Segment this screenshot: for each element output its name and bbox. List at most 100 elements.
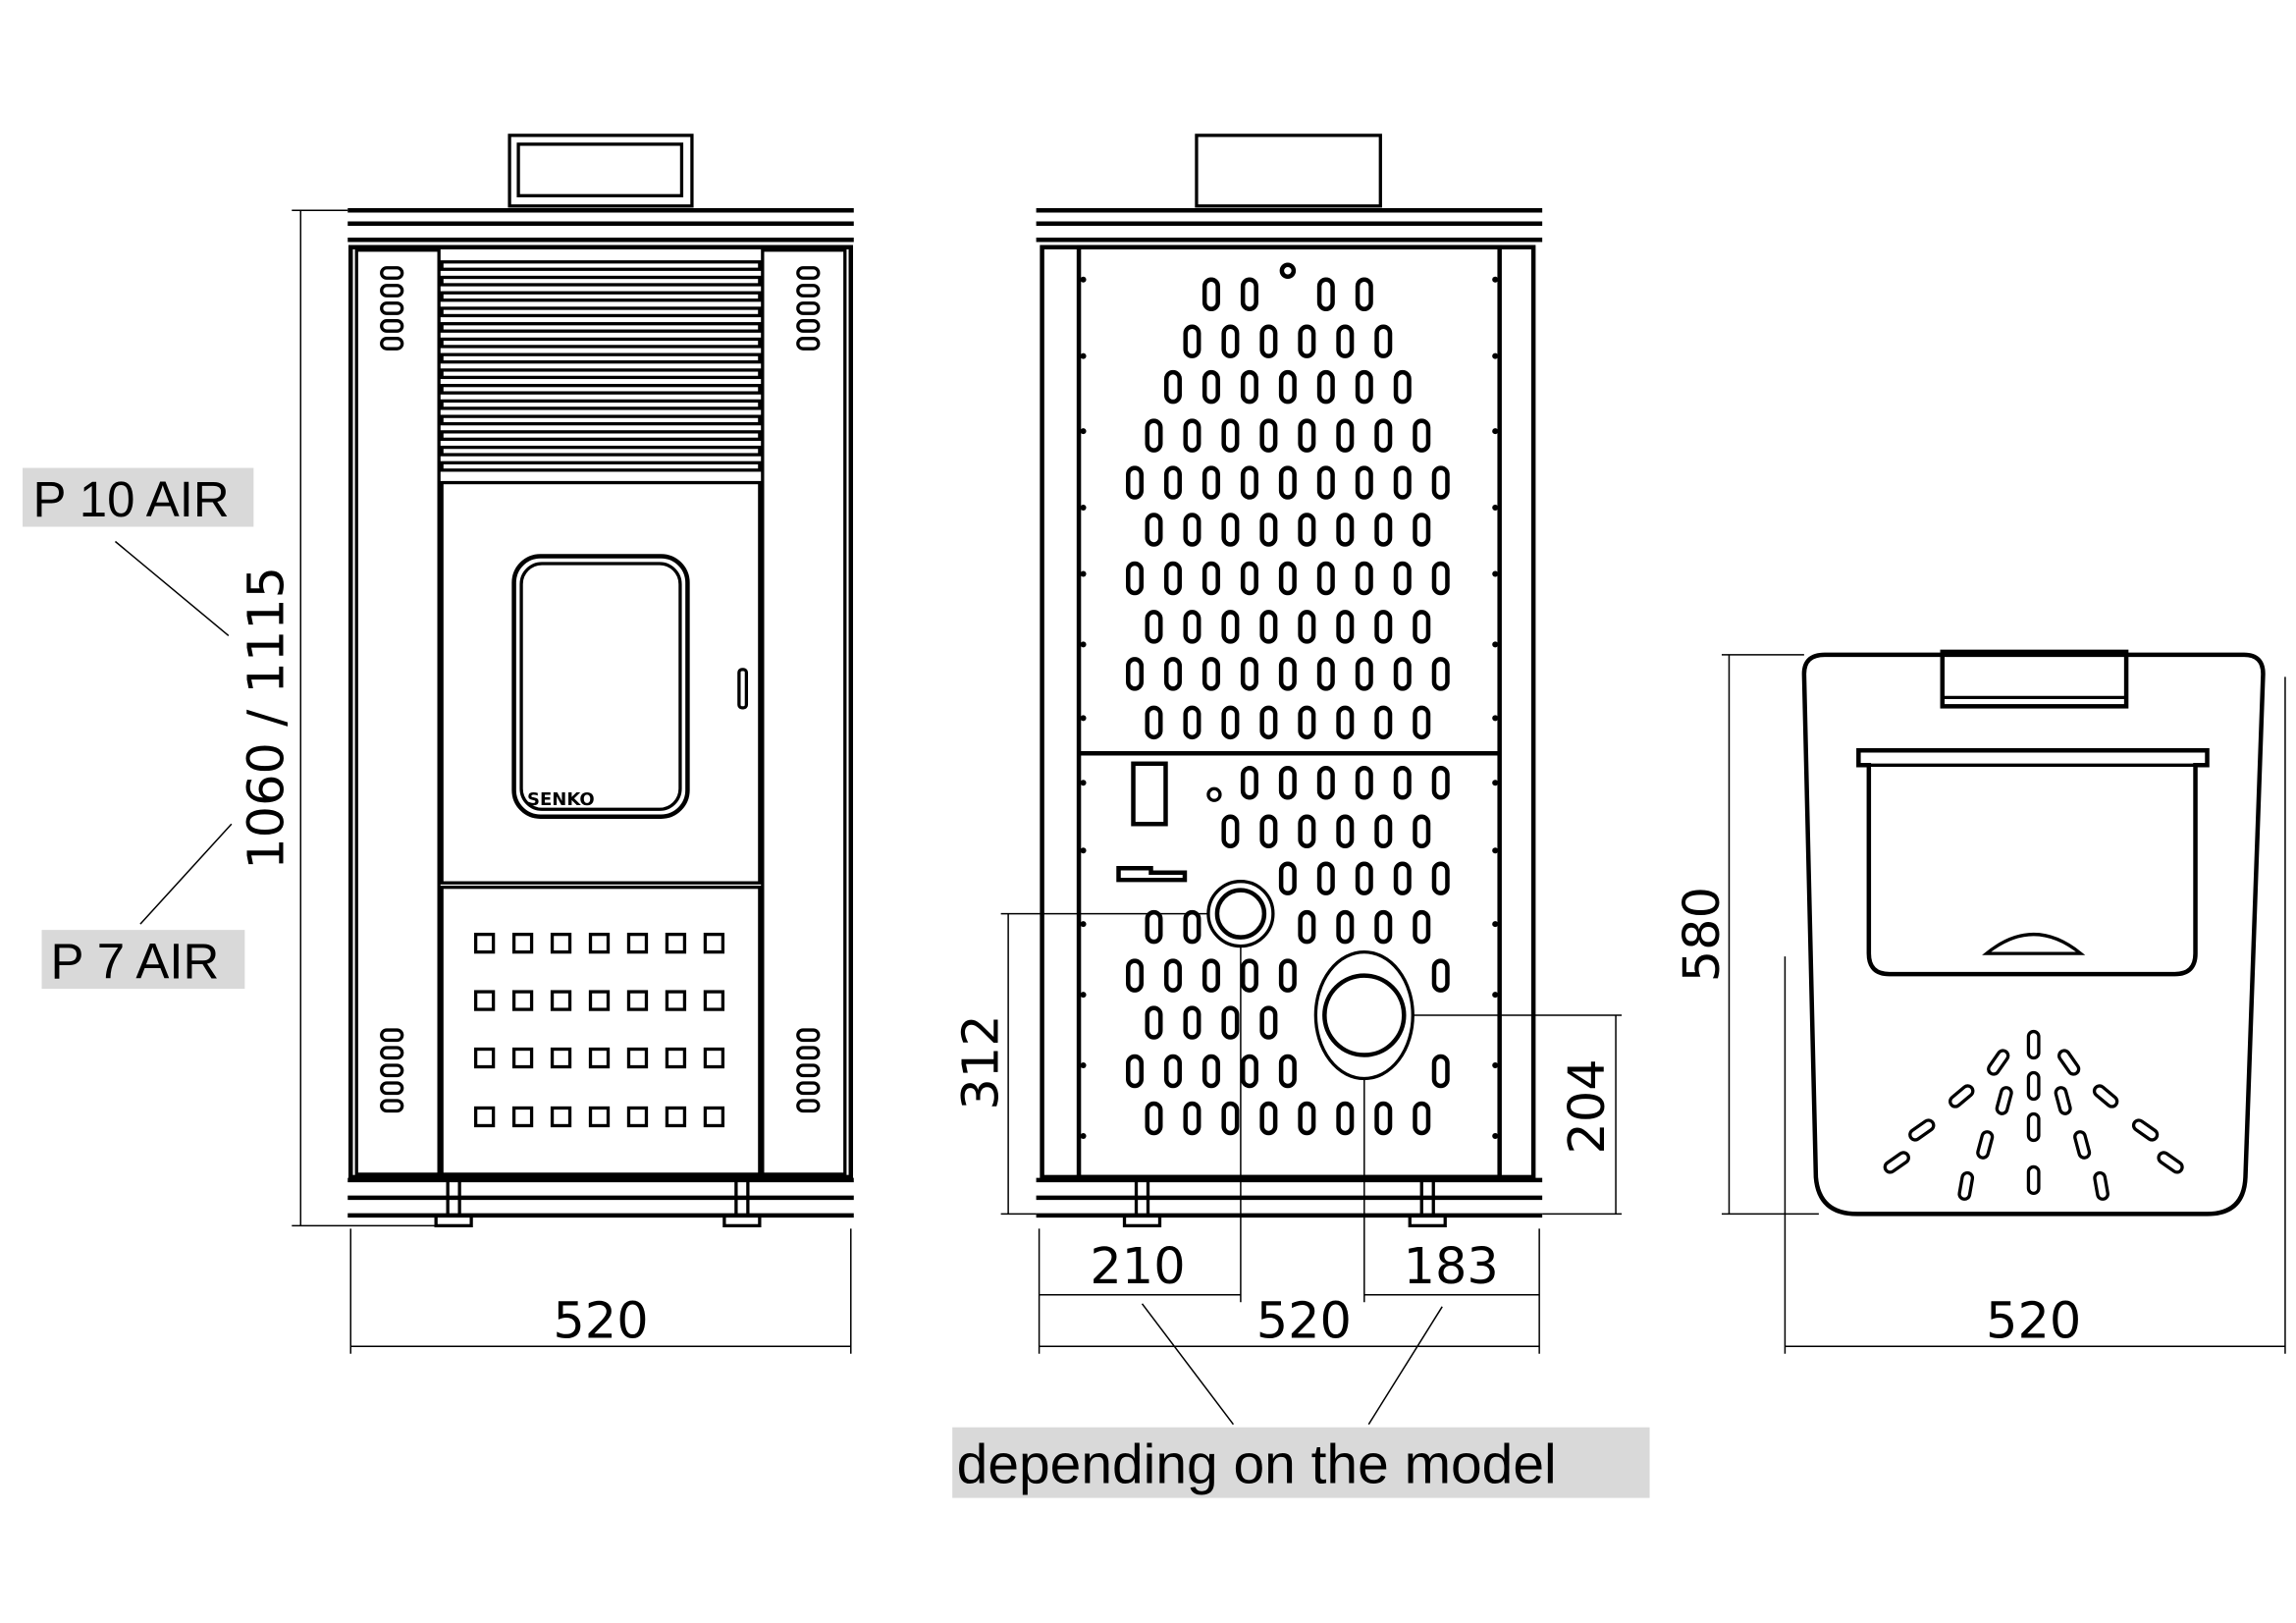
back-vent-slot <box>1240 766 1258 800</box>
vent-square <box>703 1047 725 1069</box>
back-vent-slot <box>1316 465 1335 500</box>
back-vent-slot <box>1201 1054 1220 1089</box>
back-vent-slot <box>1355 465 1373 500</box>
screw-dot <box>1080 352 1087 359</box>
screw-dot <box>1080 428 1087 435</box>
back-vent-slot <box>1431 465 1450 500</box>
back-vent-slot <box>1336 324 1355 358</box>
vent-square <box>588 990 611 1011</box>
large-pipe-offset-dimension: 183 <box>1404 1238 1499 1296</box>
back-vent-slot <box>1393 465 1412 500</box>
back-vent-slot <box>1201 657 1220 691</box>
air-outlet-slot <box>1949 1084 1975 1109</box>
back-vent-slot <box>1259 814 1278 848</box>
back-vent-slot <box>1431 766 1450 800</box>
back-vent-slot <box>1126 561 1145 596</box>
back-vent-slot <box>1145 1005 1163 1040</box>
back-vent-slot <box>1240 561 1258 596</box>
vent-square <box>473 932 496 954</box>
side-vent-slot <box>796 1063 821 1078</box>
air-outlet-slot <box>2057 1049 2081 1076</box>
back-vent-slot <box>1145 513 1163 547</box>
grille-slat <box>440 352 762 364</box>
back-vent-slot <box>1259 610 1278 644</box>
top-width-dimension: 520 <box>1986 1292 2081 1350</box>
screw-dot <box>1492 847 1499 854</box>
back-vent-slot <box>1163 958 1182 993</box>
back-vent-slot <box>1316 277 1335 311</box>
vent-square <box>703 932 725 954</box>
back-vent-slot <box>1298 610 1316 644</box>
vent-square <box>550 1106 572 1128</box>
back-vent-slot <box>1259 1005 1278 1040</box>
back-vent-slot <box>1278 465 1297 500</box>
back-vent-slot <box>1336 909 1355 945</box>
back-dimensions: 312 204 210 183 520 depending on the mod… <box>952 912 1650 1498</box>
vent-square <box>665 1047 687 1069</box>
model-label-p7: P 7 AIR <box>51 934 220 990</box>
screw-dot <box>1080 921 1087 928</box>
brand-logo: SENKO <box>527 789 595 810</box>
grille-slat <box>440 275 762 287</box>
back-vent-slot <box>1183 513 1201 547</box>
back-vent-slot <box>1355 766 1373 800</box>
back-vent-slot <box>1240 277 1258 311</box>
model-note: depending on the model <box>957 1434 1557 1496</box>
vent-square <box>473 1047 496 1069</box>
back-vent-slot <box>1183 324 1201 358</box>
side-vent-slot <box>380 1081 404 1096</box>
back-vent-slot <box>1393 766 1412 800</box>
vent-square <box>626 990 649 1011</box>
screw-dot <box>1492 641 1499 648</box>
back-vent-slot <box>1316 561 1335 596</box>
back-vent-slot <box>1163 561 1182 596</box>
side-vent-slot <box>380 301 404 315</box>
back-vent-slot <box>1278 657 1297 691</box>
back-vent-slot <box>1183 418 1201 453</box>
back-vent-slot <box>1374 1101 1393 1136</box>
back-vent-slot <box>1431 657 1450 691</box>
back-vent-slot <box>1221 418 1240 453</box>
back-vent-slot <box>1259 705 1278 740</box>
back-vent-slot <box>1316 861 1335 895</box>
front-dimensions: 1060 / 1115 P 10 AIR P 7 AIR 520 <box>23 209 852 1354</box>
back-vent-slot <box>1278 1054 1297 1089</box>
back-vent-slot <box>1240 958 1258 993</box>
grille-slat <box>440 445 762 457</box>
back-vent-slot <box>1336 418 1355 453</box>
vent-square <box>550 932 572 954</box>
screw-dot <box>1492 1132 1499 1139</box>
vent-square <box>550 1047 572 1069</box>
back-vent-slot <box>1240 465 1258 500</box>
side-vent-slot <box>796 301 821 315</box>
back-vent-slot <box>1336 610 1355 644</box>
back-vent-slot <box>1374 705 1393 740</box>
grille-slat <box>440 291 762 302</box>
back-vent-slot <box>1126 1054 1145 1089</box>
small-pipe-offset-dimension: 210 <box>1090 1238 1185 1296</box>
back-vent-slot <box>1201 369 1220 405</box>
vent-square <box>511 932 534 954</box>
screw-dot <box>1080 780 1087 786</box>
model-label-p10: P 10 AIR <box>33 471 230 527</box>
back-vent-slot <box>1355 277 1373 311</box>
screw-dot <box>1080 276 1087 283</box>
screw-dot <box>1080 992 1087 999</box>
back-vent-slot <box>1374 513 1393 547</box>
side-vent-slot <box>380 1063 404 1078</box>
back-vent-slot <box>1298 1101 1316 1136</box>
back-vent-slot <box>1298 324 1316 358</box>
front-width-dimension: 520 <box>553 1292 648 1350</box>
grille-slat <box>440 306 762 318</box>
screw-dot <box>1492 715 1499 722</box>
back-vent-slot <box>1336 814 1355 848</box>
top-view <box>1801 649 2266 1217</box>
air-outlet-slot <box>1957 1170 1975 1201</box>
back-vent-slot <box>1221 513 1240 547</box>
back-vent-slot <box>1221 814 1240 848</box>
back-vent-slot <box>1278 958 1297 993</box>
screw-dot <box>1492 352 1499 359</box>
back-vent-slot <box>1316 766 1335 800</box>
door-handle <box>737 668 749 710</box>
side-vent-slot <box>380 284 404 298</box>
